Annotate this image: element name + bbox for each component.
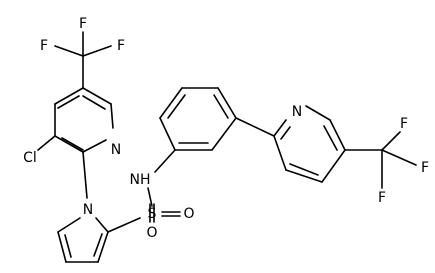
bond [82, 139, 107, 153]
atom-label-f: F [400, 116, 408, 132]
bond [167, 94, 186, 119]
bond [329, 119, 346, 151]
atom-label-f: F [79, 16, 87, 32]
atom-label-s: S [148, 206, 157, 222]
bond [57, 217, 81, 233]
bond [321, 149, 346, 183]
bond [37, 135, 56, 151]
bond [82, 95, 106, 110]
bond [82, 151, 88, 199]
bond [107, 217, 141, 233]
atom-label-o: O [183, 206, 194, 222]
atom-label-o: O [146, 225, 157, 241]
bond [82, 87, 112, 105]
bond [305, 105, 331, 121]
atom-label-n-pyrrole: N [83, 202, 93, 218]
bond [213, 94, 229, 119]
atom-label-f: F [378, 190, 386, 206]
atom-labels: F F F Cl N N NH S O O N F F F [23, 16, 429, 241]
bond [289, 163, 319, 176]
atom-label-f: F [421, 160, 429, 176]
bond [97, 231, 109, 263]
atom-label-n-pyridine: N [292, 104, 302, 120]
bond [273, 135, 287, 171]
bond [54, 87, 84, 105]
bond [273, 119, 287, 137]
bond [57, 231, 67, 263]
bond [285, 169, 323, 183]
atom-label-f: F [40, 38, 48, 54]
bond [61, 137, 84, 151]
bond [57, 95, 80, 109]
bond [54, 135, 84, 153]
bond [159, 87, 183, 119]
bond [147, 187, 153, 207]
atom-label-nh: NH [130, 172, 151, 188]
bond [381, 131, 401, 151]
bond [211, 117, 237, 151]
bond [217, 87, 237, 119]
bond [280, 126, 291, 140]
bond [64, 234, 72, 258]
bond [159, 117, 176, 151]
bond [110, 103, 114, 129]
bond [82, 45, 112, 57]
bond [93, 233, 103, 257]
bonds [37, 31, 417, 263]
atom-label-f: F [117, 38, 125, 54]
bond [95, 217, 109, 233]
bond [54, 45, 84, 57]
bond [323, 125, 338, 151]
atom-label-n-pyridine: N [111, 142, 121, 158]
bond [381, 149, 417, 166]
bond [154, 149, 176, 173]
bond [235, 117, 275, 137]
atom-label-cl: Cl [23, 150, 37, 166]
